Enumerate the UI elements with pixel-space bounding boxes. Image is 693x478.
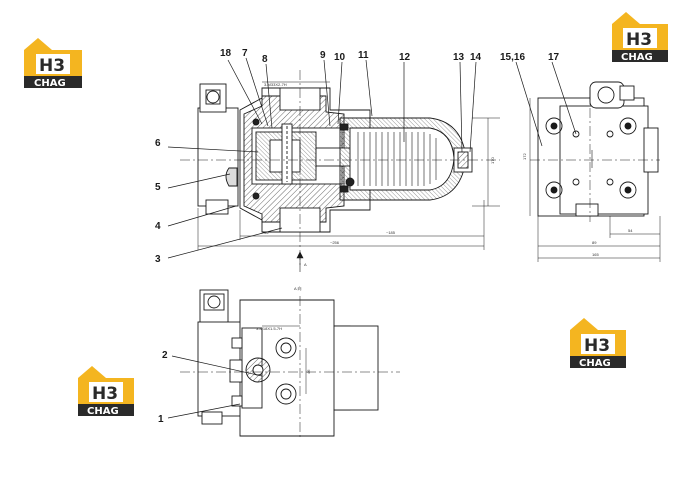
brand-logo-bottom-left: H3 CHAG [78,366,134,417]
logo-mark: H3 [39,56,65,76]
brand-logo-top-left: H3 CHAG [24,38,82,89]
view-arrow [296,251,304,272]
callout-9: 9 [320,50,326,61]
side-view-dimensions [529,98,661,262]
main-view-dimensions [197,200,485,250]
logo-sub: CHAG [87,406,119,417]
callout-1: 1 [158,414,164,425]
view-a-label: A 向 [294,285,302,291]
callout-8: 8 [262,54,268,65]
callout-15-16: 15,16 [500,52,525,63]
brand-logo-top-right: H3 CHAG [612,12,668,63]
callout-5: 5 [155,182,161,193]
callout-17: 17 [548,52,560,63]
callout-2: 2 [162,350,168,361]
callout-11: 11 [358,50,369,61]
dim-256: ~256 [330,240,340,245]
callout-10: 10 [334,52,346,63]
dim-54: 54 [628,228,633,233]
logo-sub: CHAG [579,358,611,369]
dim-185: ~185 [386,230,396,235]
logo-sub: CHAG [621,52,653,63]
thread-top-label: 3-M33X2-7H [264,82,287,87]
logo-mark: H3 [584,336,610,356]
callout-13: 13 [453,52,465,63]
callout-18: 18 [220,48,232,59]
callout-4: 4 [155,221,161,232]
thread-bottom-label: 3-M18X1.5-7H [256,326,282,331]
logo-mark: H3 [626,30,652,50]
callout-12: 12 [399,52,411,63]
bottom-view [180,289,400,440]
dim-172: 172 [522,153,527,160]
dim-89: 89 [592,240,597,245]
main-section-view [180,70,500,268]
dim-46: 46 [306,369,311,374]
view-a-mark: A [304,262,307,267]
brand-logo-middle-right: H3 CHAG [570,318,626,369]
side-view [530,81,660,222]
callout-6: 6 [155,138,161,149]
dim-56: 56 [264,230,269,235]
leader-lines [167,57,577,419]
callout-14: 14 [470,52,482,63]
logo-sub: CHAG [34,78,66,89]
dim-170: 170 [490,157,495,164]
dim-165: 165 [592,252,599,257]
logo-mark: H3 [92,384,118,404]
callout-3: 3 [155,254,161,265]
callout-7: 7 [242,48,248,59]
